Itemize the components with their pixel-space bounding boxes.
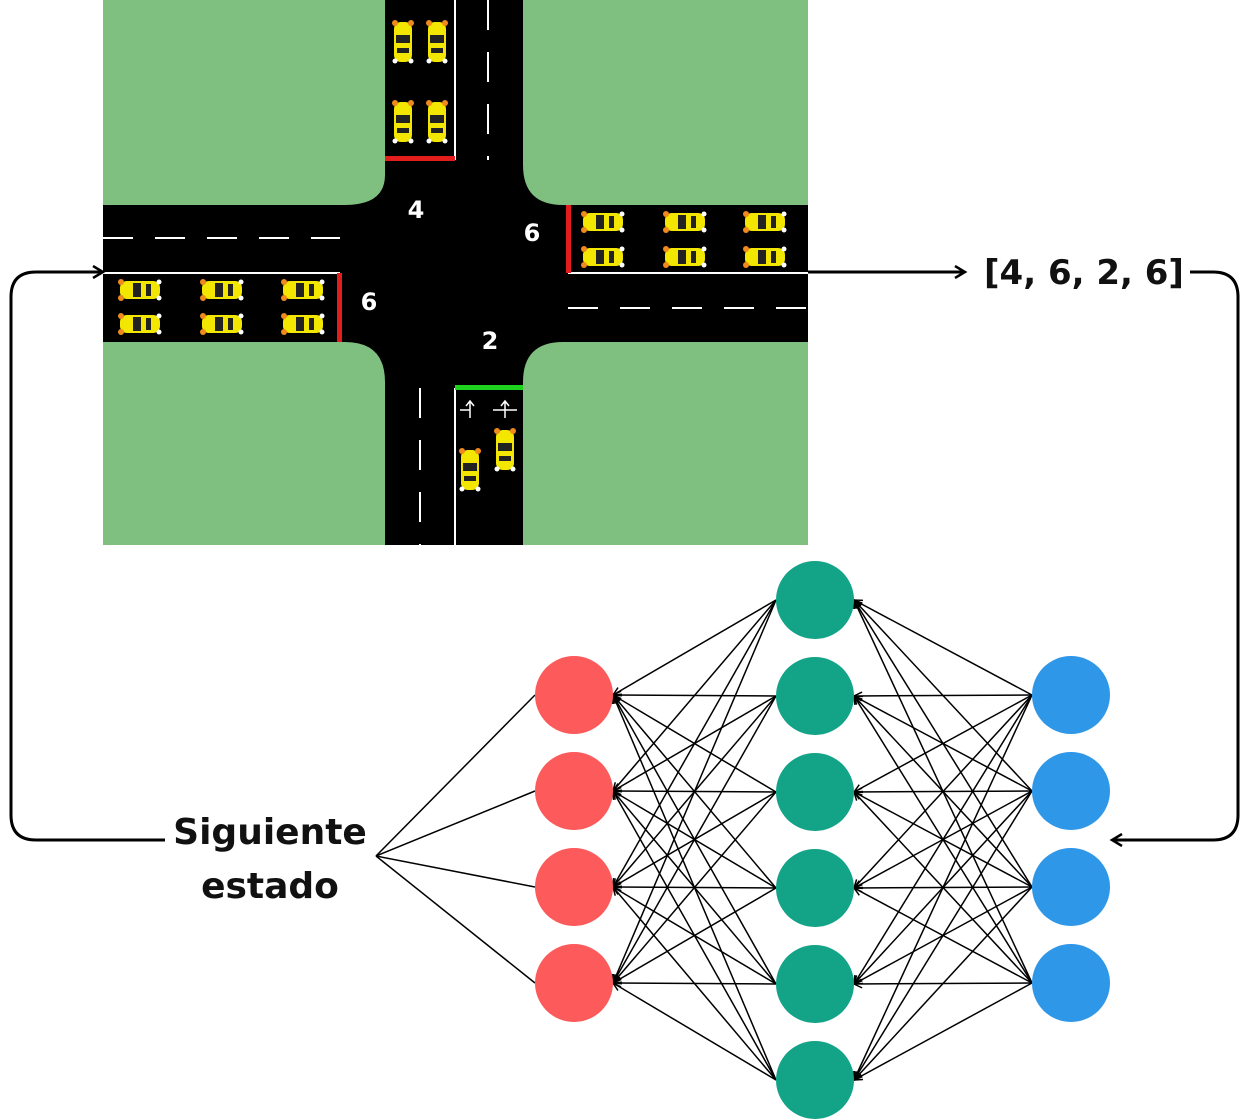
input-node <box>535 848 613 926</box>
car-icon <box>459 448 481 492</box>
network-edge <box>853 599 1033 792</box>
network-edge <box>853 599 1033 984</box>
car-icon <box>118 279 162 301</box>
car-icon <box>200 279 244 301</box>
edges-output-to-hidden <box>852 598 1033 1082</box>
edges-input-to-input-layer <box>375 694 536 984</box>
input-edge <box>375 855 536 984</box>
network-edge <box>612 791 777 984</box>
network-edge <box>853 982 1033 985</box>
neural-network <box>375 561 1110 1119</box>
network-edge <box>612 599 777 888</box>
network-edge <box>853 695 1033 984</box>
car-icon <box>663 211 707 233</box>
output-node <box>1032 944 1110 1022</box>
hidden-node <box>776 561 854 639</box>
network-edge <box>853 791 1033 984</box>
lane-markings <box>103 0 808 545</box>
network-edge <box>612 599 777 696</box>
hidden-node <box>776 657 854 735</box>
car-icon <box>663 246 707 268</box>
next-state-label: Siguiente estado <box>150 806 390 914</box>
next-state-line-1: Siguiente <box>173 812 367 853</box>
output-node <box>1032 752 1110 830</box>
network-edge <box>612 982 777 985</box>
arrow-state-to-network <box>1112 270 1240 840</box>
hidden-node <box>776 945 854 1023</box>
signal-north <box>385 156 455 161</box>
network-edge <box>853 982 1033 1081</box>
input-edge <box>375 855 536 888</box>
input-edge <box>375 790 536 857</box>
queue-label-north: 4 <box>408 196 425 224</box>
car-icon <box>426 100 448 144</box>
network-nodes <box>535 561 1110 1119</box>
car-icon <box>743 246 787 268</box>
network-edge <box>612 599 777 984</box>
network-edge <box>612 599 777 792</box>
car-icon <box>581 211 625 233</box>
car-icon <box>581 246 625 268</box>
queue-label-south: 2 <box>482 327 499 355</box>
car-icon <box>743 211 787 233</box>
car-icon <box>200 313 244 335</box>
next-state-line-2: estado <box>201 866 339 907</box>
car-icon <box>281 313 325 335</box>
intersection-map: 4 6 6 2 <box>103 0 808 545</box>
signal-west <box>337 273 342 342</box>
input-edge <box>375 694 536 857</box>
grass-top-right <box>523 0 808 205</box>
car-icon <box>392 100 414 144</box>
network-edge <box>853 887 1033 984</box>
input-node <box>535 656 613 734</box>
network-edge <box>853 599 1033 696</box>
input-node <box>535 944 613 1022</box>
queue-label-east: 6 <box>524 219 541 247</box>
flow-arrows <box>9 270 1240 842</box>
output-node <box>1032 656 1110 734</box>
car-icon <box>118 313 162 335</box>
edges-input-to-hidden <box>611 599 777 1081</box>
grass-bottom-right <box>523 342 808 545</box>
output-node <box>1032 848 1110 926</box>
state-vector-label: [4, 6, 2, 6] <box>984 253 1184 293</box>
network-edge <box>612 982 777 1081</box>
input-node <box>535 752 613 830</box>
hidden-node <box>776 753 854 831</box>
grass-bottom-left <box>103 342 385 545</box>
car-icon <box>392 20 414 64</box>
car-icon <box>494 428 516 472</box>
network-edge <box>853 599 1033 888</box>
car-icon <box>426 20 448 64</box>
queue-label-west: 6 <box>361 288 378 316</box>
arrow-next-state-back <box>9 272 165 842</box>
car-icon <box>281 279 325 301</box>
hidden-node <box>776 849 854 927</box>
network-edge <box>612 695 777 984</box>
network-edge <box>612 887 777 984</box>
signal-east <box>566 205 571 273</box>
hidden-node <box>776 1041 854 1119</box>
signal-south <box>455 385 523 390</box>
grass-top-left <box>103 0 385 205</box>
turn-arrows-south <box>460 399 517 418</box>
